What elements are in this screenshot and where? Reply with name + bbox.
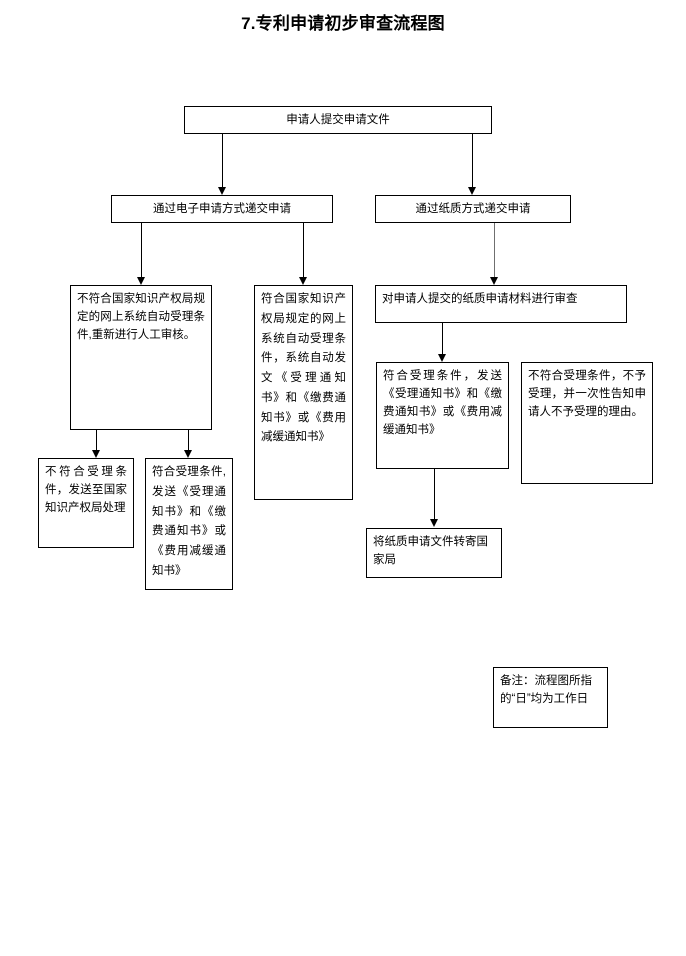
node-electronic-submission[interactable]: 通过电子申请方式递交申请 <box>111 195 333 223</box>
edge-n4-n9-arrowhead <box>92 450 100 458</box>
node-label: 符合受理条件，发送《受理通知书》和《缴费通知书》或《费用减缓通知书》 <box>383 370 502 437</box>
node-not-meeting-auto-accept[interactable]: 不符合国家知识产权局规定的网上系统自动受理条件,重新进行人工审核。 <box>70 285 212 430</box>
node-meets-acceptance-send-notices[interactable]: 符合受理条件，发送《受理通知书》和《缴费通知书》或《费用减缓通知书》 <box>376 362 509 469</box>
node-not-meets-acceptance-reject[interactable]: 不符合受理条件，不予受理，并一次性告知申请人不予受理的理由。 <box>521 362 653 484</box>
node-review-paper-materials[interactable]: 对申请人提交的纸质申请材料进行审查 <box>375 285 627 323</box>
node-label: 通过纸质方式递交申请 <box>415 202 531 215</box>
node-label: 对申请人提交的纸质申请材料进行审查 <box>382 293 578 305</box>
edge-n3-n6-vertical <box>494 223 495 279</box>
node-label: 不符合受理条件，不予受理，并一次性告知申请人不予受理的理由。 <box>528 370 646 419</box>
edge-n4-n10-arrowhead <box>184 450 192 458</box>
edge-n3-n6-arrowhead <box>490 277 498 285</box>
edge-n2-n4-arrowhead <box>137 277 145 285</box>
edge-n6-n7-vertical <box>442 323 443 356</box>
page-title: 7.专利申请初步审查流程图 <box>241 14 445 33</box>
edge-n4-n10-vertical <box>188 430 189 453</box>
node-label: 不符合受理条件，发送至国家知识产权局处理 <box>45 466 127 515</box>
edge-n7-n11-arrowhead <box>430 519 438 527</box>
node-electronic-send-notices[interactable]: 符合受理条件,发送《受理通知书》和《缴费通知书》或《费用减缓通知书》 <box>145 458 233 590</box>
edge-n1-n2-vertical <box>222 134 223 189</box>
node-label: 申请人提交申请文件 <box>286 113 390 126</box>
edge-n6-n7-arrowhead <box>438 354 446 362</box>
edge-n2-n4-vertical <box>141 223 142 279</box>
edge-n2-n5-vertical <box>303 223 304 279</box>
node-label: 将纸质申请文件转寄国家局 <box>373 536 488 567</box>
edge-n1-n3-vertical <box>472 134 473 189</box>
node-forward-paper-docs[interactable]: 将纸质申请文件转寄国家局 <box>366 528 502 578</box>
node-label: 不符合国家知识产权局规定的网上系统自动受理条件,重新进行人工审核。 <box>77 293 205 342</box>
edge-n4-n9-vertical <box>96 430 97 453</box>
note-label: 备注：流程图所指的“日”均为工作日 <box>500 675 592 706</box>
node-meets-auto-accept[interactable]: 符合国家知识产权局规定的网上系统自动受理条件，系统自动发文《受理通知书》和《缴费… <box>254 285 353 500</box>
node-applicant-submits[interactable]: 申请人提交申请文件 <box>184 106 492 134</box>
node-label: 通过电子申请方式递交申请 <box>153 202 291 215</box>
edge-n2-n5-arrowhead <box>299 277 307 285</box>
node-paper-submission[interactable]: 通过纸质方式递交申请 <box>375 195 571 223</box>
edge-n1-n2-arrowhead <box>218 187 226 195</box>
edge-n7-n11-vertical <box>434 469 435 521</box>
node-label: 符合国家知识产权局规定的网上系统自动受理条件，系统自动发文《受理通知书》和《缴费… <box>261 293 346 444</box>
node-forward-to-cnipa[interactable]: 不符合受理条件，发送至国家知识产权局处理 <box>38 458 134 548</box>
note-box[interactable]: 备注：流程图所指的“日”均为工作日 <box>493 667 608 728</box>
edge-n1-n3-arrowhead <box>468 187 476 195</box>
node-label: 符合受理条件,发送《受理通知书》和《缴费通知书》或《费用减缓通知书》 <box>152 466 226 577</box>
